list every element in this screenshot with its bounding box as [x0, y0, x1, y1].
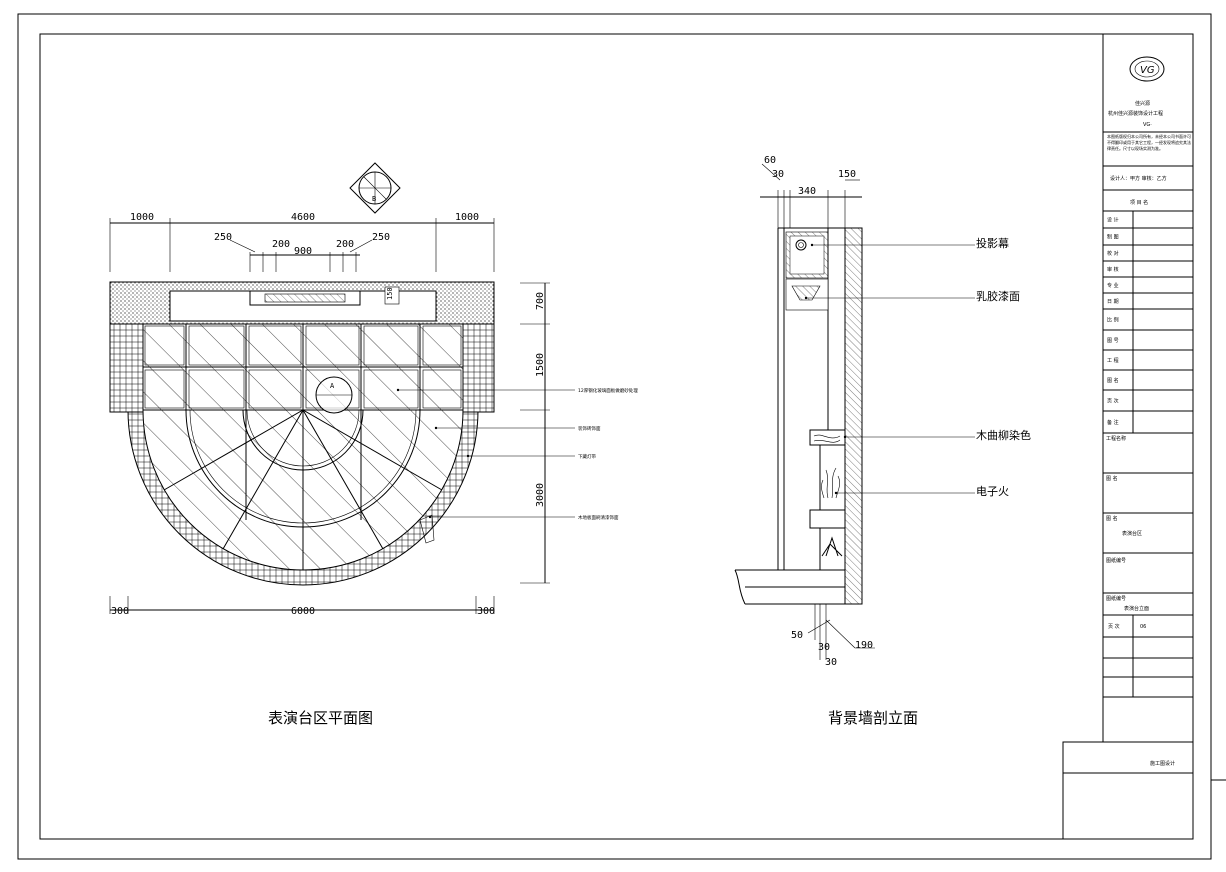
plan-dim-top-2: 4600	[291, 212, 315, 223]
section-dim-bottom-3: 30	[825, 657, 837, 668]
svg-text:VG: VG	[1140, 65, 1155, 76]
section-dim-top-3: 340	[798, 186, 816, 197]
tb-drawing-label: 图 名	[1106, 475, 1118, 482]
title-block: VG 佳兴源 杭州佳兴源装饰设计工程 VG· 本图纸版权归本公司所有，未经本公司…	[1062, 34, 1194, 840]
stage-plan: B 1000 4600 1000 250 200 900 200 250 700…	[109, 162, 638, 727]
header-row: 项 目 名	[1130, 199, 1148, 206]
tb-field-label: 制 图	[1107, 234, 1119, 241]
plan-callout-4: 木地板面刷清漆饰面	[578, 514, 619, 521]
tb-field-label: 图 名	[1107, 377, 1119, 384]
company-code: VG·	[1143, 122, 1152, 128]
plan-dim-right-3: 3000	[535, 483, 546, 507]
plan-dim-inner-5: 250	[372, 232, 390, 243]
plan-dim-inner-1: 250	[214, 232, 232, 243]
plan-dim-inner-4: 200	[336, 239, 354, 250]
north-arrow-icon: B	[349, 162, 401, 214]
company-logo-icon: VG	[1129, 56, 1165, 82]
tb-sheet-name: 表演台立面	[1124, 605, 1149, 612]
section-dim-bottom-2: 30	[818, 642, 830, 653]
outer-frame	[17, 13, 1212, 860]
section-callout-4: 电子火	[976, 485, 1009, 498]
tb-field-label: 审 核	[1107, 266, 1119, 273]
tb-project-label: 工程名称	[1106, 435, 1126, 442]
section-title: 背景墙剖立面	[828, 709, 918, 727]
plan-dim-bottom-1: 300	[111, 606, 129, 617]
plan-dim-bottom-3: 300	[477, 606, 495, 617]
copyright-note: 本图纸版权归本公司所有，未经本公司书面许可不得翻印或用于其它工程，一经发现将追究…	[1107, 134, 1191, 151]
section-callout-1: 投影幕	[976, 236, 1009, 250]
bottom-note: 施工图设计	[1150, 760, 1175, 767]
tb-page-label: 页 次	[1108, 623, 1120, 630]
plan-dim-right-1: 700	[535, 292, 546, 310]
inner-frame	[39, 33, 1194, 840]
plan-dim-bottom-2: 6000	[291, 606, 315, 617]
section-dim-top-2: 30	[772, 169, 784, 180]
tb-field-label: 设 计	[1107, 217, 1119, 224]
plan-dim-top-1: 1000	[130, 212, 154, 223]
plan-dim-inner-3: 900	[294, 246, 312, 257]
plan-dim-right-2: 1500	[535, 353, 546, 377]
project-row: 设计人：甲方 审核：乙方	[1110, 175, 1167, 182]
plan-dim-small: 150	[386, 287, 394, 300]
tb-field-label: 备 注	[1107, 419, 1119, 426]
section-callout-2: 乳胶漆面	[976, 289, 1020, 303]
section-dim-bottom-1: 50	[791, 630, 803, 641]
company-sub: 杭州佳兴源装饰设计工程	[1108, 110, 1163, 117]
tb-drawing-name-label: 图 名	[1106, 515, 1118, 522]
plan-callout-1: 12厚钢化玻璃面板做磨砂处理	[578, 387, 638, 394]
plan-dim-top-3: 1000	[455, 212, 479, 223]
section-callout-3: 木曲柳染色	[976, 428, 1031, 442]
north-label: B	[372, 195, 376, 203]
plan-title: 表演台区平面图	[268, 709, 373, 727]
tb-sheet-label: 图纸编号	[1106, 557, 1126, 564]
wall-section: 60 30 340 150 投影幕 乳胶漆面 木曲柳染色	[734, 155, 1031, 727]
tb-field-label: 专 业	[1107, 282, 1119, 289]
tb-field-label: 图 号	[1107, 338, 1119, 344]
tb-field-label: 日 期	[1107, 299, 1119, 305]
section-dim-top-1: 60	[764, 155, 776, 166]
plan-dim-inner-2: 200	[272, 239, 290, 250]
section-dim-top-4: 150	[838, 169, 856, 180]
tb-page-no: 06	[1140, 624, 1146, 630]
detail-label: A	[330, 382, 335, 390]
tb-sheet-label-2: 图纸编号	[1106, 595, 1126, 602]
section-dim-bottom-4: 190	[855, 640, 873, 651]
tb-field-label: 页 次	[1107, 398, 1119, 405]
tb-field-label: 校 对	[1107, 250, 1119, 257]
tb-drawing-name: 表演台区	[1122, 530, 1142, 537]
company-name: 佳兴源	[1135, 100, 1150, 107]
plan-callout-3: 下藏灯带	[578, 453, 596, 460]
tb-field-label: 比 例	[1107, 317, 1119, 324]
tb-field-label: 工 程	[1107, 357, 1119, 364]
plan-callout-2: 装饰砖饰面	[578, 425, 601, 432]
